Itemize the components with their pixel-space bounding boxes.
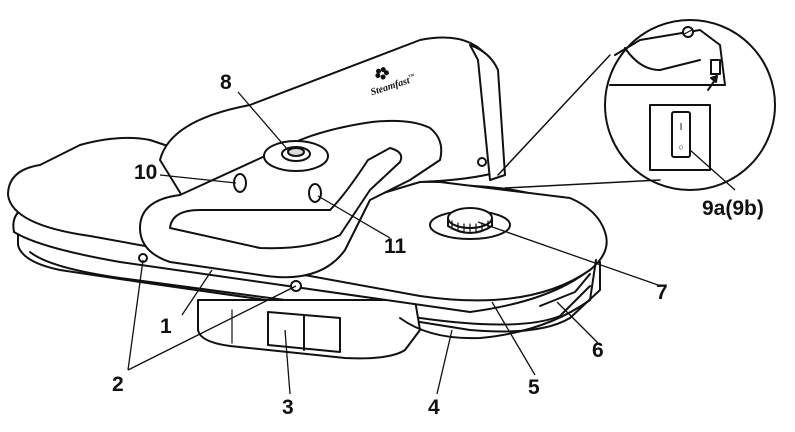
leader-2b: [127, 285, 297, 371]
inset-switch-small: [710, 59, 721, 75]
callout-6: 6: [592, 339, 604, 362]
callout-1: 1: [160, 315, 172, 338]
steam-button-cap: [287, 147, 305, 157]
inset-switch-arrow-head: [710, 75, 718, 83]
leader-7: [477, 221, 659, 286]
callout-4: 4: [428, 396, 440, 419]
inset-switch-arrow: [707, 79, 716, 91]
flower-icon: [375, 67, 389, 80]
temperature-dial-knurl: [447, 217, 493, 234]
inset-press-edge: [609, 29, 726, 86]
ready-indicator-light: [308, 183, 322, 203]
callout-9a-9b: 9a(9b): [702, 197, 764, 220]
callout-8: 8: [220, 71, 232, 94]
power-switch-on-symbol: I: [680, 122, 683, 133]
head-screw: [477, 157, 487, 167]
power-switch: [671, 111, 691, 158]
inset-screw-slot: [683, 29, 693, 35]
leader-9: [689, 149, 736, 191]
leader-5: [491, 301, 536, 376]
inset-leader-top: [497, 54, 611, 176]
power-switch-off-symbol: ○: [678, 142, 683, 152]
callout-10: 10: [134, 161, 158, 184]
callout-3: 3: [282, 396, 294, 419]
rim-notch: [539, 273, 591, 307]
leader-8: [237, 91, 289, 151]
callout-11: 11: [384, 235, 407, 258]
callout-5: 5: [528, 376, 540, 399]
leader-4: [436, 329, 453, 395]
press-base-lower-edge: [29, 251, 591, 326]
leader-3: [284, 329, 291, 395]
inset-press-curve: [624, 47, 701, 71]
leader-2a: [127, 259, 144, 371]
inset-leader-bottom: [504, 179, 661, 189]
press-head-right-end: [469, 44, 506, 181]
pressing-plate-front-rim: [399, 259, 597, 340]
leader-11: [317, 195, 391, 239]
brand-trademark: ™: [408, 73, 416, 81]
leader-1: [181, 269, 213, 316]
leader-10: [159, 174, 237, 184]
callout-7: 7: [656, 281, 668, 304]
leader-6: [556, 301, 599, 344]
callout-2: 2: [112, 373, 124, 396]
handle-grip-inner: [169, 147, 403, 250]
